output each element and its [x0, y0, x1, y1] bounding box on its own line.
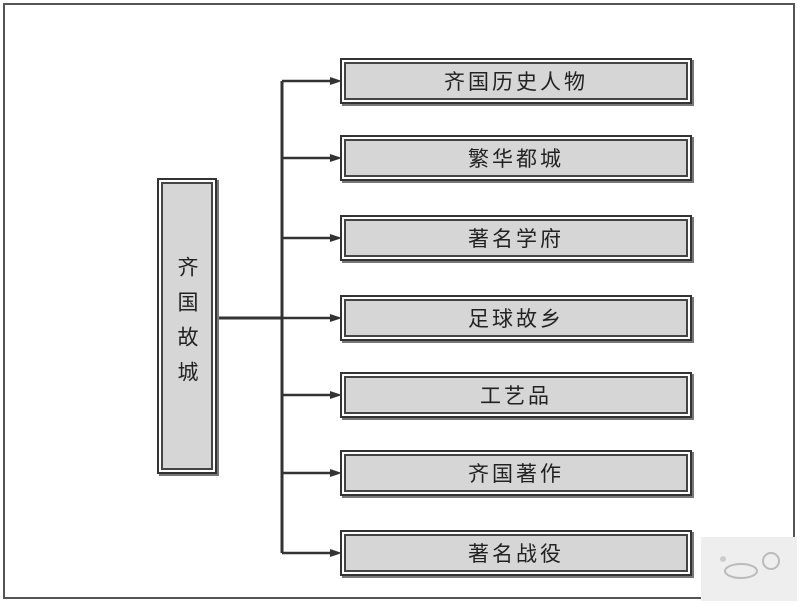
child-node-label: 著名战役	[468, 542, 564, 566]
child-node-label: 著名学府	[468, 227, 564, 251]
branch-arrow	[282, 77, 342, 85]
root-node: 齐国故城	[157, 178, 217, 474]
branch-arrow	[282, 234, 342, 242]
branch-arrow	[282, 469, 342, 477]
child-node-label: 工艺品	[480, 384, 552, 408]
child-node: 足球故乡	[340, 295, 692, 341]
child-node: 繁华都城	[340, 135, 692, 181]
child-node-label: 繁华都城	[468, 147, 564, 171]
child-node: 工艺品	[340, 372, 692, 418]
child-node: 齐国历史人物	[340, 58, 692, 104]
branch-arrow	[282, 314, 342, 322]
watermark-icon	[720, 552, 780, 579]
child-node: 齐国著作	[340, 450, 692, 496]
branch-arrow	[282, 154, 342, 162]
branch-arrow	[282, 549, 342, 557]
child-node: 著名战役	[340, 530, 692, 576]
child-node-label: 足球故乡	[468, 307, 564, 331]
branch-arrow	[282, 391, 342, 399]
child-node-label: 齐国著作	[468, 462, 564, 486]
child-node: 著名学府	[340, 215, 692, 261]
child-node-label: 齐国历史人物	[444, 70, 588, 94]
watermark-logo	[701, 537, 797, 601]
root-node-label: 齐国故城	[175, 256, 199, 396]
